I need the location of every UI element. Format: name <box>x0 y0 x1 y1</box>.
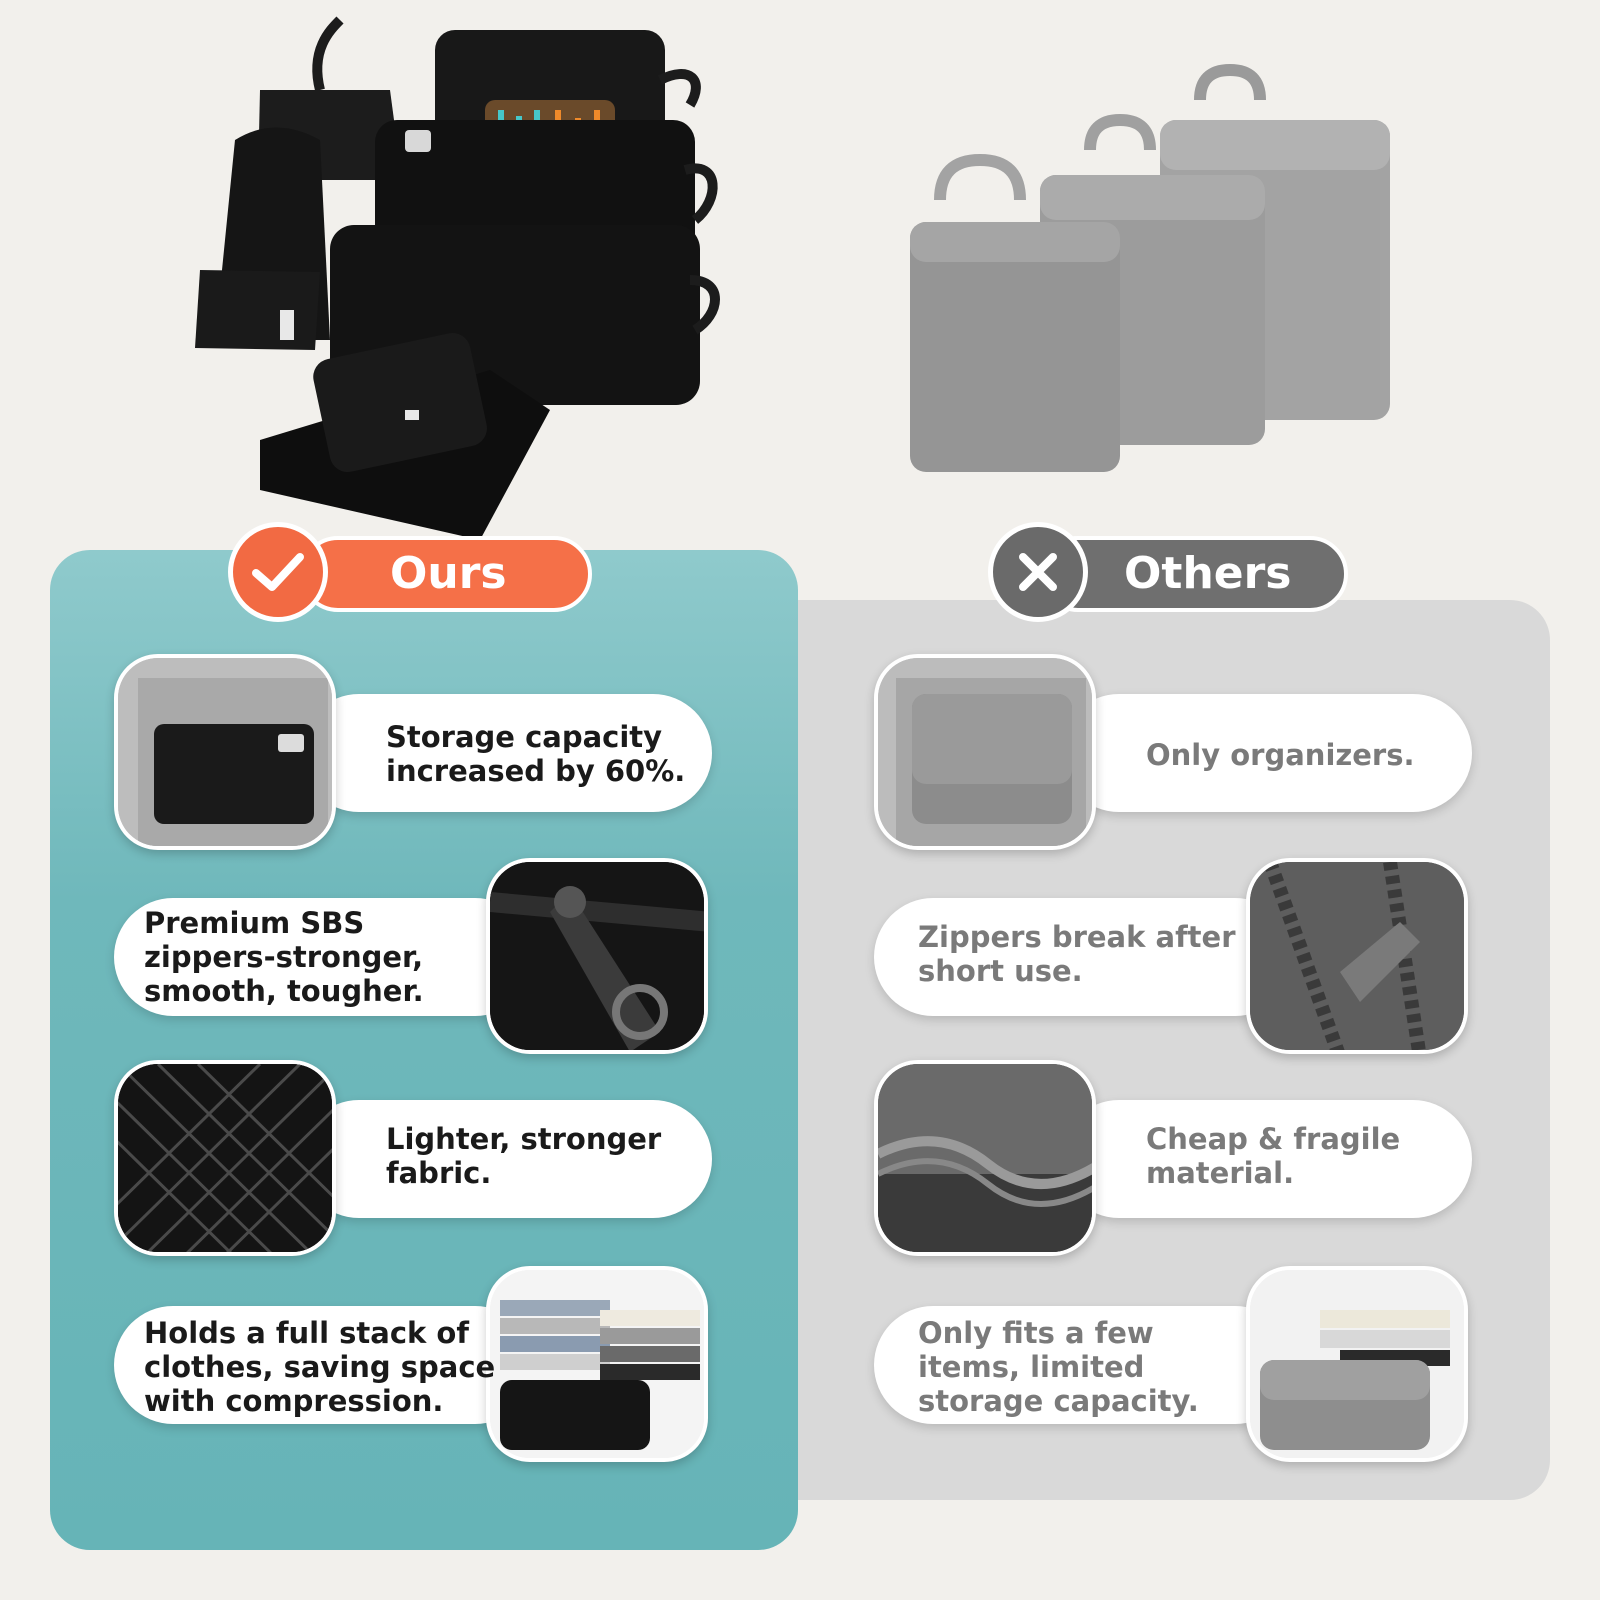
others-feature-3-text: Cheap & fragile material. <box>1146 1122 1401 1190</box>
others-feature-3-card <box>1060 1100 1472 1218</box>
others-feature-2-card <box>874 898 1294 1016</box>
others-feature-2-image <box>1246 858 1468 1054</box>
ours-feature-2-text: Premium SBS zippers-stronger, smooth, to… <box>144 906 424 1008</box>
ours-feature-2-image <box>486 858 708 1054</box>
ours-feature-4-text: Holds a full stack of clothes, saving sp… <box>144 1316 496 1418</box>
ours-feature-3-text: Lighter, stronger fabric. <box>386 1122 662 1190</box>
others-feature-1-card <box>1060 694 1472 812</box>
others-feature-1-text: Only organizers. <box>1146 738 1415 772</box>
ours-feature-4-card <box>114 1306 534 1424</box>
ours-badge-label: Ours <box>390 548 507 599</box>
ours-feature-3-card <box>300 1100 712 1218</box>
ours-feature-2-card <box>114 898 534 1016</box>
ours-badge: Ours <box>300 536 592 612</box>
close-x-icon <box>988 522 1088 622</box>
others-feature-2-text: Zippers break after short use. <box>918 920 1236 988</box>
others-feature-1-image <box>874 654 1096 850</box>
ours-product-set-image <box>195 16 720 540</box>
ours-feature-4-image <box>486 1266 708 1462</box>
others-feature-4-image <box>1246 1266 1468 1462</box>
others-badge: Others <box>1040 536 1348 612</box>
others-product-set-image <box>910 63 1390 472</box>
ours-feature-1-text: Storage capacity increased by 60%. <box>386 720 686 788</box>
others-feature-3-image <box>874 1060 1096 1256</box>
others-badge-label: Others <box>1124 548 1292 599</box>
checkmark-icon <box>228 522 328 622</box>
ours-feature-3-image <box>114 1060 336 1256</box>
ours-feature-1-image <box>114 654 336 850</box>
others-feature-4-text: Only fits a few items, limited storage c… <box>918 1316 1199 1418</box>
ours-feature-1-card <box>300 694 712 812</box>
others-feature-4-card <box>874 1306 1294 1424</box>
